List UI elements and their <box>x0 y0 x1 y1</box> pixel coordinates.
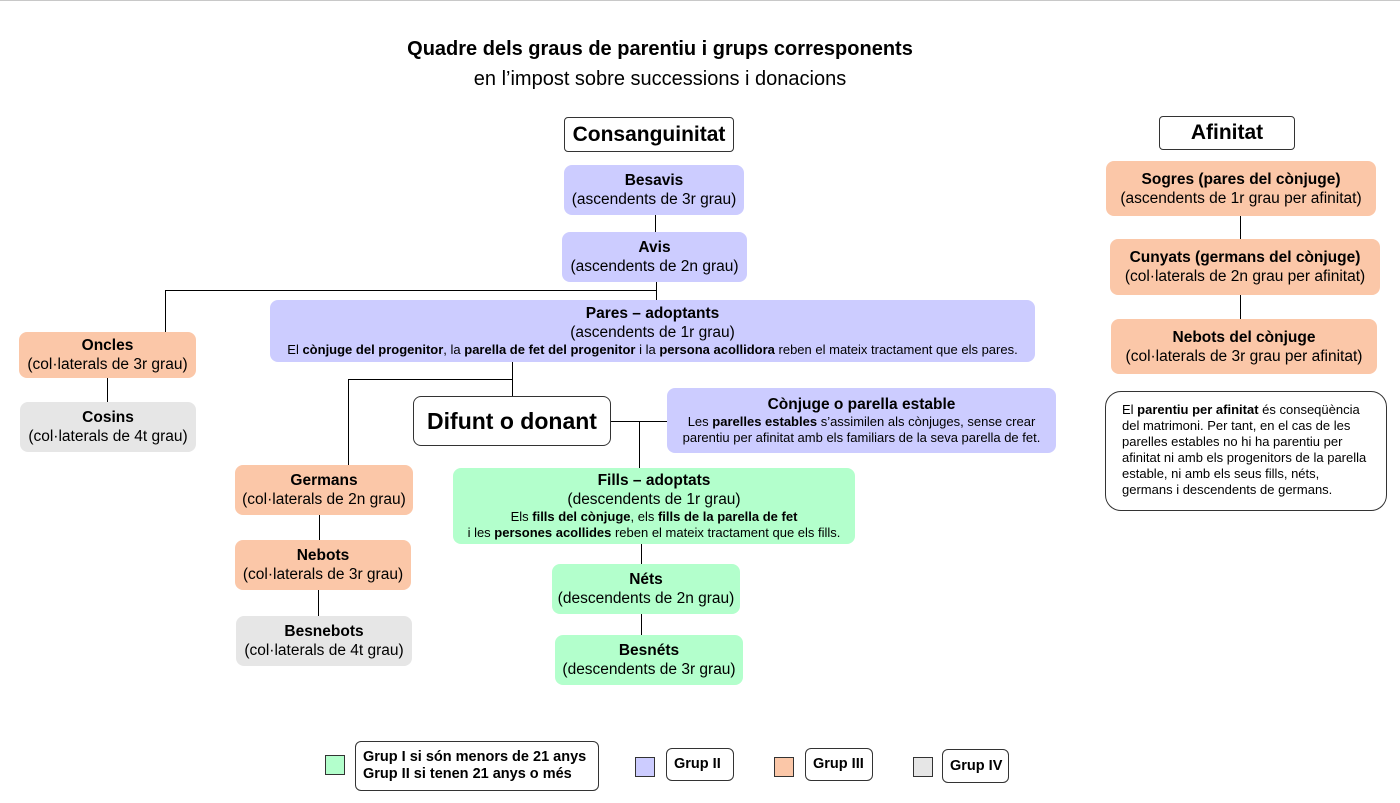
conjuge-note-1: Les parelles estables s’assimilen als cò… <box>687 414 1036 429</box>
germans-name: Germans <box>290 472 358 489</box>
connector-avis-pares <box>656 282 657 300</box>
cosins-degree: (col·laterals de 4t grau) <box>28 428 188 445</box>
avis-degree: (ascendents de 2n grau) <box>570 258 739 275</box>
box-cosins: Cosins (col·laterals de 4t grau) <box>20 402 196 452</box>
legend-label-group1: Grup I si són menors de 21 anys Grup II … <box>355 741 599 791</box>
connector-germans-nebots <box>319 515 320 540</box>
affinity-header: Afinitat <box>1159 116 1295 150</box>
connector-fills-nets <box>641 544 642 564</box>
deceased-or-donor-box: Difunt o donant <box>413 396 611 446</box>
top-divider <box>0 0 1400 1</box>
avis-name: Avis <box>638 239 671 256</box>
box-nebots-conjuge: Nebots del cònjuge (col·laterals de 3r g… <box>1111 319 1377 374</box>
box-fills: Fills – adoptats (descendents de 1r grau… <box>453 468 855 544</box>
box-besnebots: Besnebots (col·laterals de 4t grau) <box>236 616 412 666</box>
besnebots-name: Besnebots <box>284 623 364 640</box>
box-nets: Néts (descendents de 2n grau) <box>552 564 740 614</box>
legend-swatch-group3 <box>774 757 794 777</box>
connector-avis-oncles-v <box>165 290 166 332</box>
besnets-degree: (descendents de 3r grau) <box>562 661 736 678</box>
consanguinity-header: Consanguinitat <box>564 117 734 152</box>
box-germans: Germans (col·laterals de 2n grau) <box>235 465 413 515</box>
connector-sogres-cunyats <box>1240 216 1241 239</box>
nebots-conjuge-degree: (col·laterals de 3r grau per afinitat) <box>1125 347 1363 365</box>
box-avis: Avis (ascendents de 2n grau) <box>562 232 747 282</box>
legend-label-group3: Grup III <box>805 748 873 781</box>
legend-group1-line2: Grup II si tenen 21 anys o més <box>363 766 572 782</box>
box-besavis: Besavis (ascendents de 3r grau) <box>564 165 744 215</box>
legend-group2-text: Grup II <box>674 756 721 772</box>
fills-name: Fills – adoptats <box>597 472 711 489</box>
connector-nets-besnets <box>641 614 642 635</box>
oncles-degree: (col·laterals de 3r grau) <box>27 356 188 373</box>
besavis-degree: (ascendents de 3r grau) <box>571 191 737 208</box>
pares-degree: (ascendents de 1r grau) <box>570 324 735 341</box>
connector-avis-oncles-h <box>165 290 657 291</box>
legend-swatch-group2 <box>635 757 655 777</box>
conjuge-name: Cònjuge o parella estable <box>767 396 956 413</box>
box-pares: Pares – adoptants (ascendents de 1r grau… <box>270 300 1035 362</box>
connector-pares-germans-h <box>348 379 512 380</box>
cunyats-degree: (col·laterals de 2n grau per afinitat) <box>1124 268 1366 285</box>
cosins-name: Cosins <box>82 409 134 426</box>
pares-name: Pares – adoptants <box>585 305 720 322</box>
oncles-name: Oncles <box>81 337 134 354</box>
besavis-name: Besavis <box>624 172 684 189</box>
connector-oncles-cosins <box>107 378 108 402</box>
legend-group1-line1: Grup I si són menors de 21 anys <box>363 749 587 765</box>
fills-note-1: Els fills del cònjuge, els fills de la p… <box>510 509 798 524</box>
nebots-conjuge-name: Nebots del cònjuge <box>1172 328 1316 346</box>
legend-label-group2: Grup II <box>666 748 734 781</box>
sogres-degree: (ascendents de 1r grau per afinitat) <box>1120 189 1362 207</box>
nebots-name: Nebots <box>296 547 350 564</box>
fills-degree: (descendents de 1r grau) <box>567 491 741 508</box>
box-besnets: Besnéts (descendents de 3r grau) <box>555 635 743 685</box>
cunyats-name: Cunyats (germans del cònjuge) <box>1129 249 1361 266</box>
affinity-note: El parentiu per afinitat és conseqüència… <box>1105 391 1387 511</box>
box-cunyats: Cunyats (germans del cònjuge) (col·later… <box>1110 239 1380 295</box>
besnebots-degree: (col·laterals de 4t grau) <box>244 642 404 659</box>
germans-degree: (col·laterals de 2n grau) <box>242 491 406 508</box>
connector-cunyats-nebots <box>1240 295 1241 319</box>
connector-besavis-avis <box>655 214 656 232</box>
conjuge-note-2: parentiu per afinitat amb els familiars … <box>682 430 1041 445</box>
box-nebots: Nebots (col·laterals de 3r grau) <box>235 540 411 590</box>
connector-pares-difunt <box>512 362 513 396</box>
legend-swatch-group4 <box>913 757 933 777</box>
page-title: Quadre dels graus de parentiu i grups co… <box>407 38 913 60</box>
legend-label-group4: Grup IV <box>942 749 1009 783</box>
legend-group4-text: Grup IV <box>950 757 1003 774</box>
nets-name: Néts <box>629 571 663 588</box>
nets-degree: (descendents de 2n grau) <box>557 590 735 607</box>
page-subtitle: en l’impost sobre successions i donacion… <box>473 68 847 90</box>
sogres-name: Sogres (pares del cònjuge) <box>1141 170 1341 188</box>
fills-note-2: i les persones acollides reben el mateix… <box>467 525 841 540</box>
connector-nebots-besnebots <box>318 590 319 616</box>
nebots-degree: (col·laterals de 3r grau) <box>242 566 404 583</box>
connector-difunt-fills <box>639 421 640 468</box>
pares-note: El cònjuge del progenitor, la parella de… <box>287 342 1018 357</box>
legend-swatch-group1 <box>325 755 345 775</box>
box-oncles: Oncles (col·laterals de 3r grau) <box>19 332 196 378</box>
connector-pares-germans-v <box>348 379 349 465</box>
box-conjuge: Cònjuge o parella estable Les parelles e… <box>667 388 1056 453</box>
box-sogres: Sogres (pares del cònjuge) (ascendents d… <box>1106 161 1376 216</box>
legend-group3-text: Grup III <box>813 756 864 772</box>
besnets-name: Besnéts <box>618 642 680 659</box>
